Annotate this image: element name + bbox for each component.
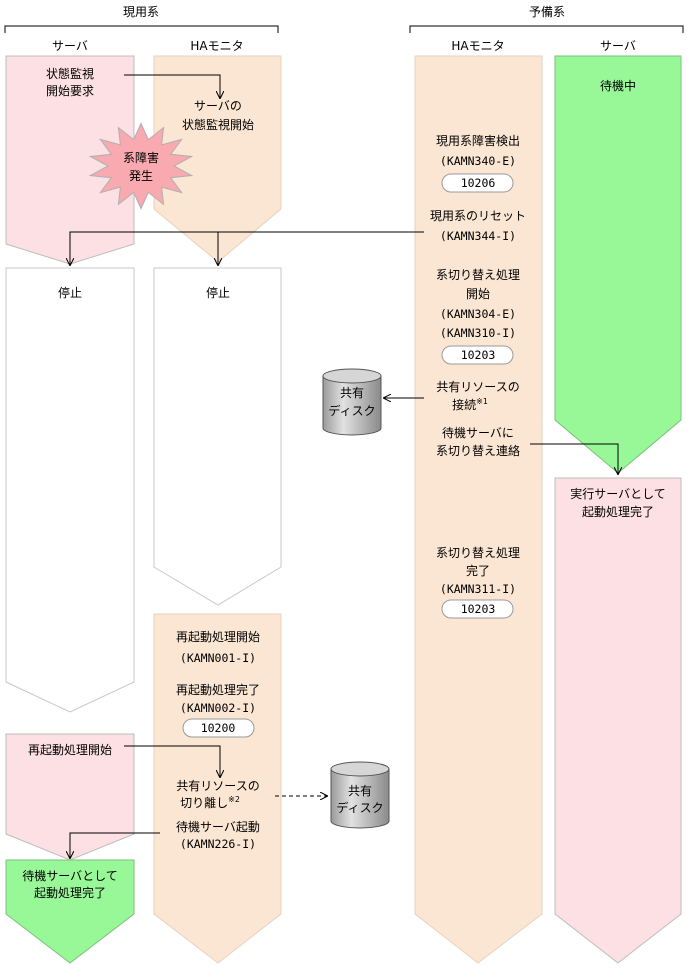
standby-ha-detect-badge: 10206: [441, 173, 514, 193]
shared-disk-detached-line1: 共有: [348, 784, 372, 798]
active-ha-restart-done: 再起動処理完了: [176, 682, 260, 697]
active-server-running-block: [5, 55, 135, 265]
active-ha-restart-block: [153, 613, 282, 964]
standby-ha-notify-line2: 系切り替え連絡: [436, 443, 520, 458]
standby-ha-detect-code: (KAMN340-E): [440, 154, 516, 168]
active-ha-standby-start-code: (KAMN226-I): [180, 837, 256, 851]
standby-ha-switch-done-badge: 10203: [441, 599, 514, 619]
active-server-standby-done-line2: 起動処理完了: [34, 885, 106, 900]
monitor-request-line2: 開始要求: [46, 84, 94, 98]
svg-text:10203: 10203: [461, 348, 496, 362]
active-ha-restart-start-code: (KAMN001-I): [180, 651, 256, 665]
monitor-start-line2: 状態監視開始: [182, 117, 254, 132]
active-ha-restart-done-code: (KAMN002-I): [180, 701, 256, 715]
svg-text:10206: 10206: [461, 176, 496, 190]
active-server-restart-start: 再起動処理開始: [28, 743, 112, 757]
standby-ha-switch-start-line2: 開始: [466, 287, 490, 301]
active-server-restart-block: [5, 733, 135, 861]
standby-ha-notify-line1: 待機サーバに: [442, 425, 514, 440]
shared-disk-detached: 共有 ディスク: [330, 761, 390, 829]
standby-ha-switch-done-line2: 完了: [466, 563, 490, 578]
svg-text:10200: 10200: [201, 721, 236, 735]
column-active-ha: HAモニタ: [190, 39, 243, 53]
active-group-label: 現用系: [123, 5, 159, 19]
standby-ha-reset: 現用系のリセット: [430, 209, 526, 223]
active-ha-restart-done-badge: 10200: [182, 718, 255, 738]
active-ha-detach-line1: 共有リソースの: [176, 779, 259, 793]
standby-ha-switch-start-line1: 系切り替え処理: [436, 268, 520, 282]
active-server-stop: 停止: [58, 285, 82, 300]
standby-server-exec-block: [554, 477, 682, 964]
standby-ha-connect-line2: 接続※1: [452, 397, 488, 412]
active-ha-detach-line2: 切り離し※2: [180, 795, 240, 810]
arrows: [70, 74, 618, 858]
standby-ha-switch-start-code1: (KAMN304-E): [440, 307, 516, 321]
standby-server-exec-done-line1: 実行サーバとして: [570, 486, 666, 501]
standby-ha-switch-done-line1: 系切り替え処理: [436, 546, 520, 560]
standby-ha-block: [414, 55, 543, 964]
active-group-header: 現用系: [4, 5, 279, 33]
system-failure-burst: 系障害 発生: [88, 122, 194, 210]
shared-disk-detached-line2: ディスク: [336, 800, 383, 815]
standby-ha-detect: 現用系障害検出: [436, 133, 520, 148]
standby-group-header: 予備系: [409, 4, 684, 33]
standby-ha-switch-done-code: (KAMN311-I): [440, 582, 516, 596]
shared-disk-connected: 共有 ディスク: [322, 368, 382, 436]
monitor-request-line1: 状態監視: [46, 66, 94, 81]
column-standby-ha: HAモニタ: [451, 39, 504, 53]
column-active-server: サーバ: [52, 39, 88, 53]
arrow-reset-to-active-server: [70, 231, 424, 265]
arrow-notify-standby-server: [530, 443, 618, 474]
svg-text:10203: 10203: [461, 602, 496, 616]
standby-ha-switch-start-badge: 10203: [441, 345, 514, 365]
active-ha-stopped-block: [153, 267, 282, 606]
standby-server-exec-done-line2: 起動処理完了: [582, 504, 654, 519]
active-ha-standby-start: 待機サーバ起動: [176, 819, 260, 834]
standby-server-waiting: 待機中: [600, 78, 636, 93]
active-server-standby-block: [5, 859, 135, 964]
standby-ha-switch-start-code2: (KAMN310-I): [440, 326, 516, 340]
standby-ha-connect-line1: 共有リソースの: [436, 380, 519, 394]
standby-group-label: 予備系: [529, 4, 565, 19]
arrow-standby-start: [70, 832, 160, 858]
active-ha-restart-start: 再起動処理開始: [176, 630, 260, 644]
failure-burst-line2: 発生: [129, 169, 153, 183]
shared-disk-connected-line1: 共有: [340, 386, 364, 400]
shared-disk-connected-line2: ディスク: [328, 403, 375, 418]
standby-ha-reset-code: (KAMN344-I): [440, 229, 516, 243]
standby-server-waiting-block: [554, 55, 682, 474]
monitor-start-line1: サーバの: [194, 99, 242, 113]
failure-burst-line1: 系障害: [123, 150, 159, 165]
column-standby-server: サーバ: [600, 39, 636, 53]
active-server-standby-done-line1: 待機サーバとして: [22, 868, 118, 883]
arrow-monitor-request: [124, 74, 220, 98]
active-ha-stop: 停止: [206, 285, 230, 300]
active-server-stopped-block: [5, 267, 135, 713]
arrow-restart-to-ha: [124, 745, 220, 777]
